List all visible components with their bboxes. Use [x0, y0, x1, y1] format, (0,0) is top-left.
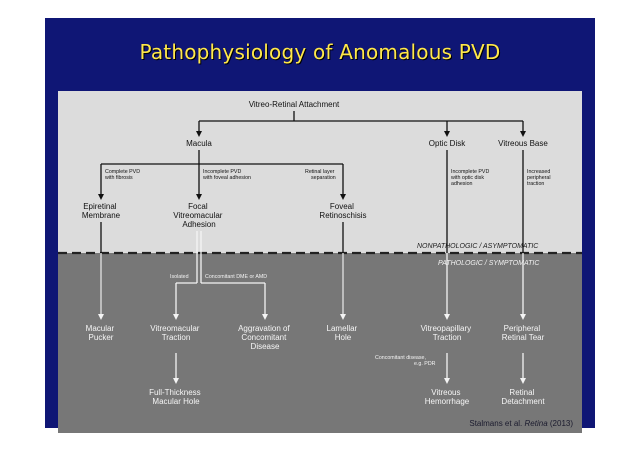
pvd-flow-diagram: Vitreo-Retinal Attachment Macula Optic D…: [58, 91, 582, 433]
focal-adhesion-node: Focal Vitreomacular Adhesion: [173, 202, 224, 229]
side-connectors: [446, 150, 524, 253]
nonpathologic-panel: [58, 91, 582, 253]
epiretinal-membrane-node: Epiretinal Membrane: [82, 202, 121, 220]
pathologic-connectors: [98, 222, 526, 384]
lamellar-hole-node: Lamellar Hole: [327, 324, 360, 342]
macula-node: Macula: [186, 139, 212, 148]
root-connectors: [196, 111, 526, 137]
retinal-layer-label: Retinal layer separation: [305, 169, 336, 181]
pathologic-zone-label: PATHOLOGIC / SYMPTOMATIC: [438, 260, 540, 267]
retinal-detachment-node: Retinal Detachment: [501, 388, 545, 406]
citation: Stalmans et al. Retina (2013): [469, 419, 573, 428]
complete-pvd-label: Complete PVD with fibrosis: [105, 169, 142, 181]
macula-connectors: [98, 150, 346, 200]
incomplete-pvd-disk-label: Incomplete PVD with optic disk adhesion: [451, 169, 491, 187]
pathologic-panel: [58, 253, 582, 433]
vitreous-hemorrhage-node: Vitreous Hemorrhage: [425, 388, 470, 406]
isolated-label: Isolated: [170, 274, 189, 280]
root-node: Vitreo-Retinal Attachment: [249, 100, 340, 109]
macular-pucker-node: Macular Pucker: [86, 324, 117, 342]
incomplete-pvd-foveal-label: Incomplete PVD with foveal adhesion: [203, 169, 251, 181]
optic-disk-node: Optic Disk: [429, 139, 466, 148]
foveal-retinoschisis-node: Foveal Retinoschisis: [319, 202, 366, 220]
full-thickness-hole-node: Full-Thickness Macular Hole: [149, 388, 203, 406]
citation-authors: Stalmans et al.: [469, 419, 523, 428]
citation-year: (2013): [549, 419, 573, 428]
citation-journal: Retina: [524, 419, 548, 428]
nonpathologic-zone-label: NONPATHOLOGIC / ASYMPTOMATIC: [417, 243, 539, 250]
vitreomacular-traction-node: Vitreomacular Traction: [150, 324, 201, 342]
increased-traction-label: Increased peripheral traction: [527, 169, 552, 187]
peripheral-retinal-tear-node: Peripheral Retinal Tear: [502, 324, 545, 342]
vitreopapillary-traction-node: Vitreopapillary Traction: [421, 324, 474, 342]
concomitant-dme-label: Concomitant DME or AMD: [205, 274, 267, 280]
aggravation-node: Aggravation of Concomitant Disease: [238, 324, 292, 351]
slide: Pathophysiology of Anomalous PVD Vitreo-…: [45, 18, 595, 433]
slide-title: Pathophysiology of Anomalous PVD: [139, 40, 501, 64]
concomitant-disease-label: Concomitant disease, e.g. PDR: [375, 355, 436, 367]
vitreous-base-node: Vitreous Base: [498, 139, 548, 148]
